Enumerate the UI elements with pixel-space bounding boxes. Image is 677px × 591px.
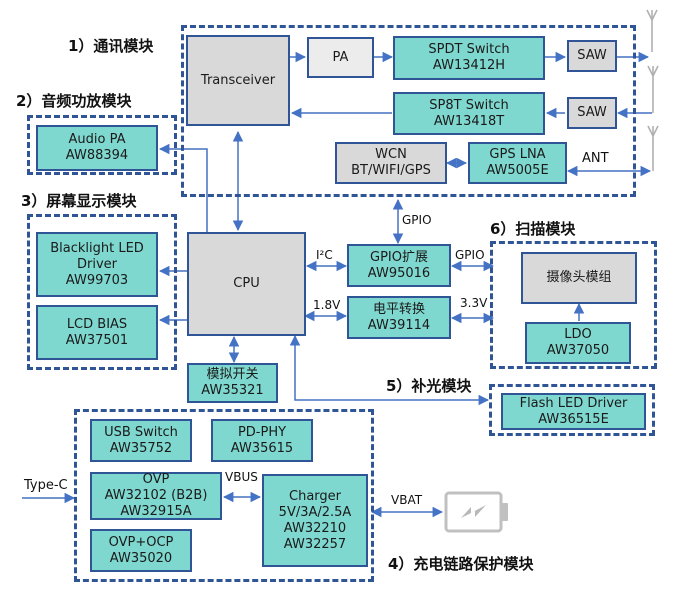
block-line: SP8T Switch <box>429 97 509 113</box>
block-line: AW35321 <box>201 383 264 398</box>
sp8t-switch-block: SP8T Switch AW13418T <box>393 92 545 135</box>
type-c-label: Type-C <box>24 478 68 493</box>
block-line: 电平转换 <box>372 301 425 317</box>
block-line: AW88394 <box>65 148 129 163</box>
module-comm <box>181 25 636 197</box>
block-line: AW37501 <box>65 332 129 348</box>
module-flash <box>489 384 655 436</box>
block-line: LCD BIAS <box>66 316 128 332</box>
block-line: AW5005E <box>486 163 549 178</box>
block-line: GPS LNA <box>489 147 546 162</box>
vbat-label: VBAT <box>391 493 423 507</box>
block-line: SAW <box>577 105 607 120</box>
block-line: USB Switch <box>104 424 178 440</box>
voltage-label: 1.8V <box>313 298 341 312</box>
block-line: WCN <box>375 147 407 162</box>
block-line: AW95016 <box>367 265 431 281</box>
block-line: Driver <box>76 256 117 272</box>
block-line: AW99703 <box>65 272 129 288</box>
ldo-block: LDO AW37050 <box>525 322 631 364</box>
block-line: SAW <box>577 48 607 63</box>
vbus-label: VBUS <box>225 470 258 484</box>
cpu-block: CPU <box>187 232 306 336</box>
lcd-bias-block: LCD BIAS AW37501 <box>36 305 158 360</box>
level-shifter-block: 电平转换 AW39114 <box>347 296 451 339</box>
block-line: OVP <box>142 472 170 487</box>
block-line: AW13418T <box>433 113 505 129</box>
gpio-label: GPIO <box>402 213 432 227</box>
block-line: AW36515E <box>538 411 609 427</box>
backlight-driver-block: Blacklight LED Driver AW99703 <box>36 232 158 297</box>
block-line: Blacklight LED <box>50 240 144 256</box>
block-line: AW37050 <box>546 343 610 358</box>
module-title-display: 3）屏幕显示模块 <box>21 192 137 210</box>
gpio-label: GPIO <box>455 248 485 262</box>
block-line: 模拟开关 <box>206 367 259 382</box>
pa-block: PA <box>307 37 374 78</box>
conn-cpu-flash <box>289 334 490 406</box>
module-title-comm: 1）通讯模块 <box>68 37 154 55</box>
block-line: Transceiver <box>200 72 276 88</box>
block-line: BT/WIFI/GPS <box>351 163 431 178</box>
antenna-icon <box>647 65 659 113</box>
voltage-label: 3.3V <box>460 296 488 310</box>
ant-label: ANT <box>582 151 609 166</box>
antenna-icon <box>647 125 659 171</box>
block-line: PD-PHY <box>237 424 287 440</box>
module-charge <box>74 409 374 582</box>
gps-lna-block: GPS LNA AW5005E <box>468 142 567 184</box>
antenna-icon <box>646 9 658 52</box>
saw-block: SAW <box>567 40 617 72</box>
wcn-block: WCN BT/WIFI/GPS <box>335 142 447 184</box>
spdt-switch-block: SPDT Switch AW13412H <box>393 36 545 80</box>
block-line: 5V/3A/2.5A <box>278 504 352 520</box>
charger-block: Charger 5V/3A/2.5A AW32210 AW32257 <box>262 474 368 567</box>
module-title-scan: 6）扫描模块 <box>490 220 576 238</box>
block-line: AW39114 <box>367 317 431 333</box>
transceiver-block: Transceiver <box>186 35 290 126</box>
camera-module-block: 摄像头模组 <box>521 252 637 304</box>
saw-block: SAW <box>567 97 617 129</box>
module-display <box>27 214 177 370</box>
block-line: CPU <box>233 276 260 291</box>
i2c-label: I²C <box>316 248 333 262</box>
block-line: AW32210 <box>283 520 347 536</box>
block-line: PA <box>332 49 349 65</box>
block-line: Flash LED Driver <box>519 395 628 411</box>
block-line: AW35615 <box>230 440 294 456</box>
block-line: GPIO扩展 <box>370 249 428 265</box>
block-line: AW35020 <box>109 550 173 566</box>
module-scan <box>490 241 657 369</box>
pd-phy-block: PD-PHY AW35615 <box>211 419 313 462</box>
block-line: AW32102 (B2B) <box>104 488 208 503</box>
block-line: AW32257 <box>283 536 347 552</box>
usb-switch-block: USB Switch AW35752 <box>90 419 192 462</box>
ovp-ocp-block: OVP+OCP AW35020 <box>90 529 192 572</box>
ovp-block: OVP AW32102 (B2B) AW32915A <box>90 472 222 520</box>
block-line: AW35752 <box>109 440 173 456</box>
module-title-flash: 5）补光模块 <box>386 377 472 395</box>
gpio-expander-block: GPIO扩展 AW95016 <box>347 244 451 287</box>
block-line: AW32915A <box>120 504 192 519</box>
analog-switch-block: 模拟开关 AW35321 <box>187 363 278 403</box>
block-line: Audio PA <box>68 132 126 147</box>
module-audio <box>27 115 177 175</box>
block-line: Charger <box>289 488 341 504</box>
block-line: LDO <box>564 327 592 342</box>
audio-pa-block: Audio PA AW88394 <box>36 125 158 171</box>
block-line: SPDT Switch <box>428 42 510 57</box>
module-title-charge: 4）充电链路保护模块 <box>388 555 534 573</box>
module-title-audio: 2）音频功放模块 <box>16 92 132 110</box>
block-line: 摄像头模组 <box>546 270 612 285</box>
battery-icon <box>444 491 508 533</box>
flash-led-driver-block: Flash LED Driver AW36515E <box>501 393 646 430</box>
block-line: AW13412H <box>432 58 506 73</box>
block-line: OVP+OCP <box>108 534 174 550</box>
